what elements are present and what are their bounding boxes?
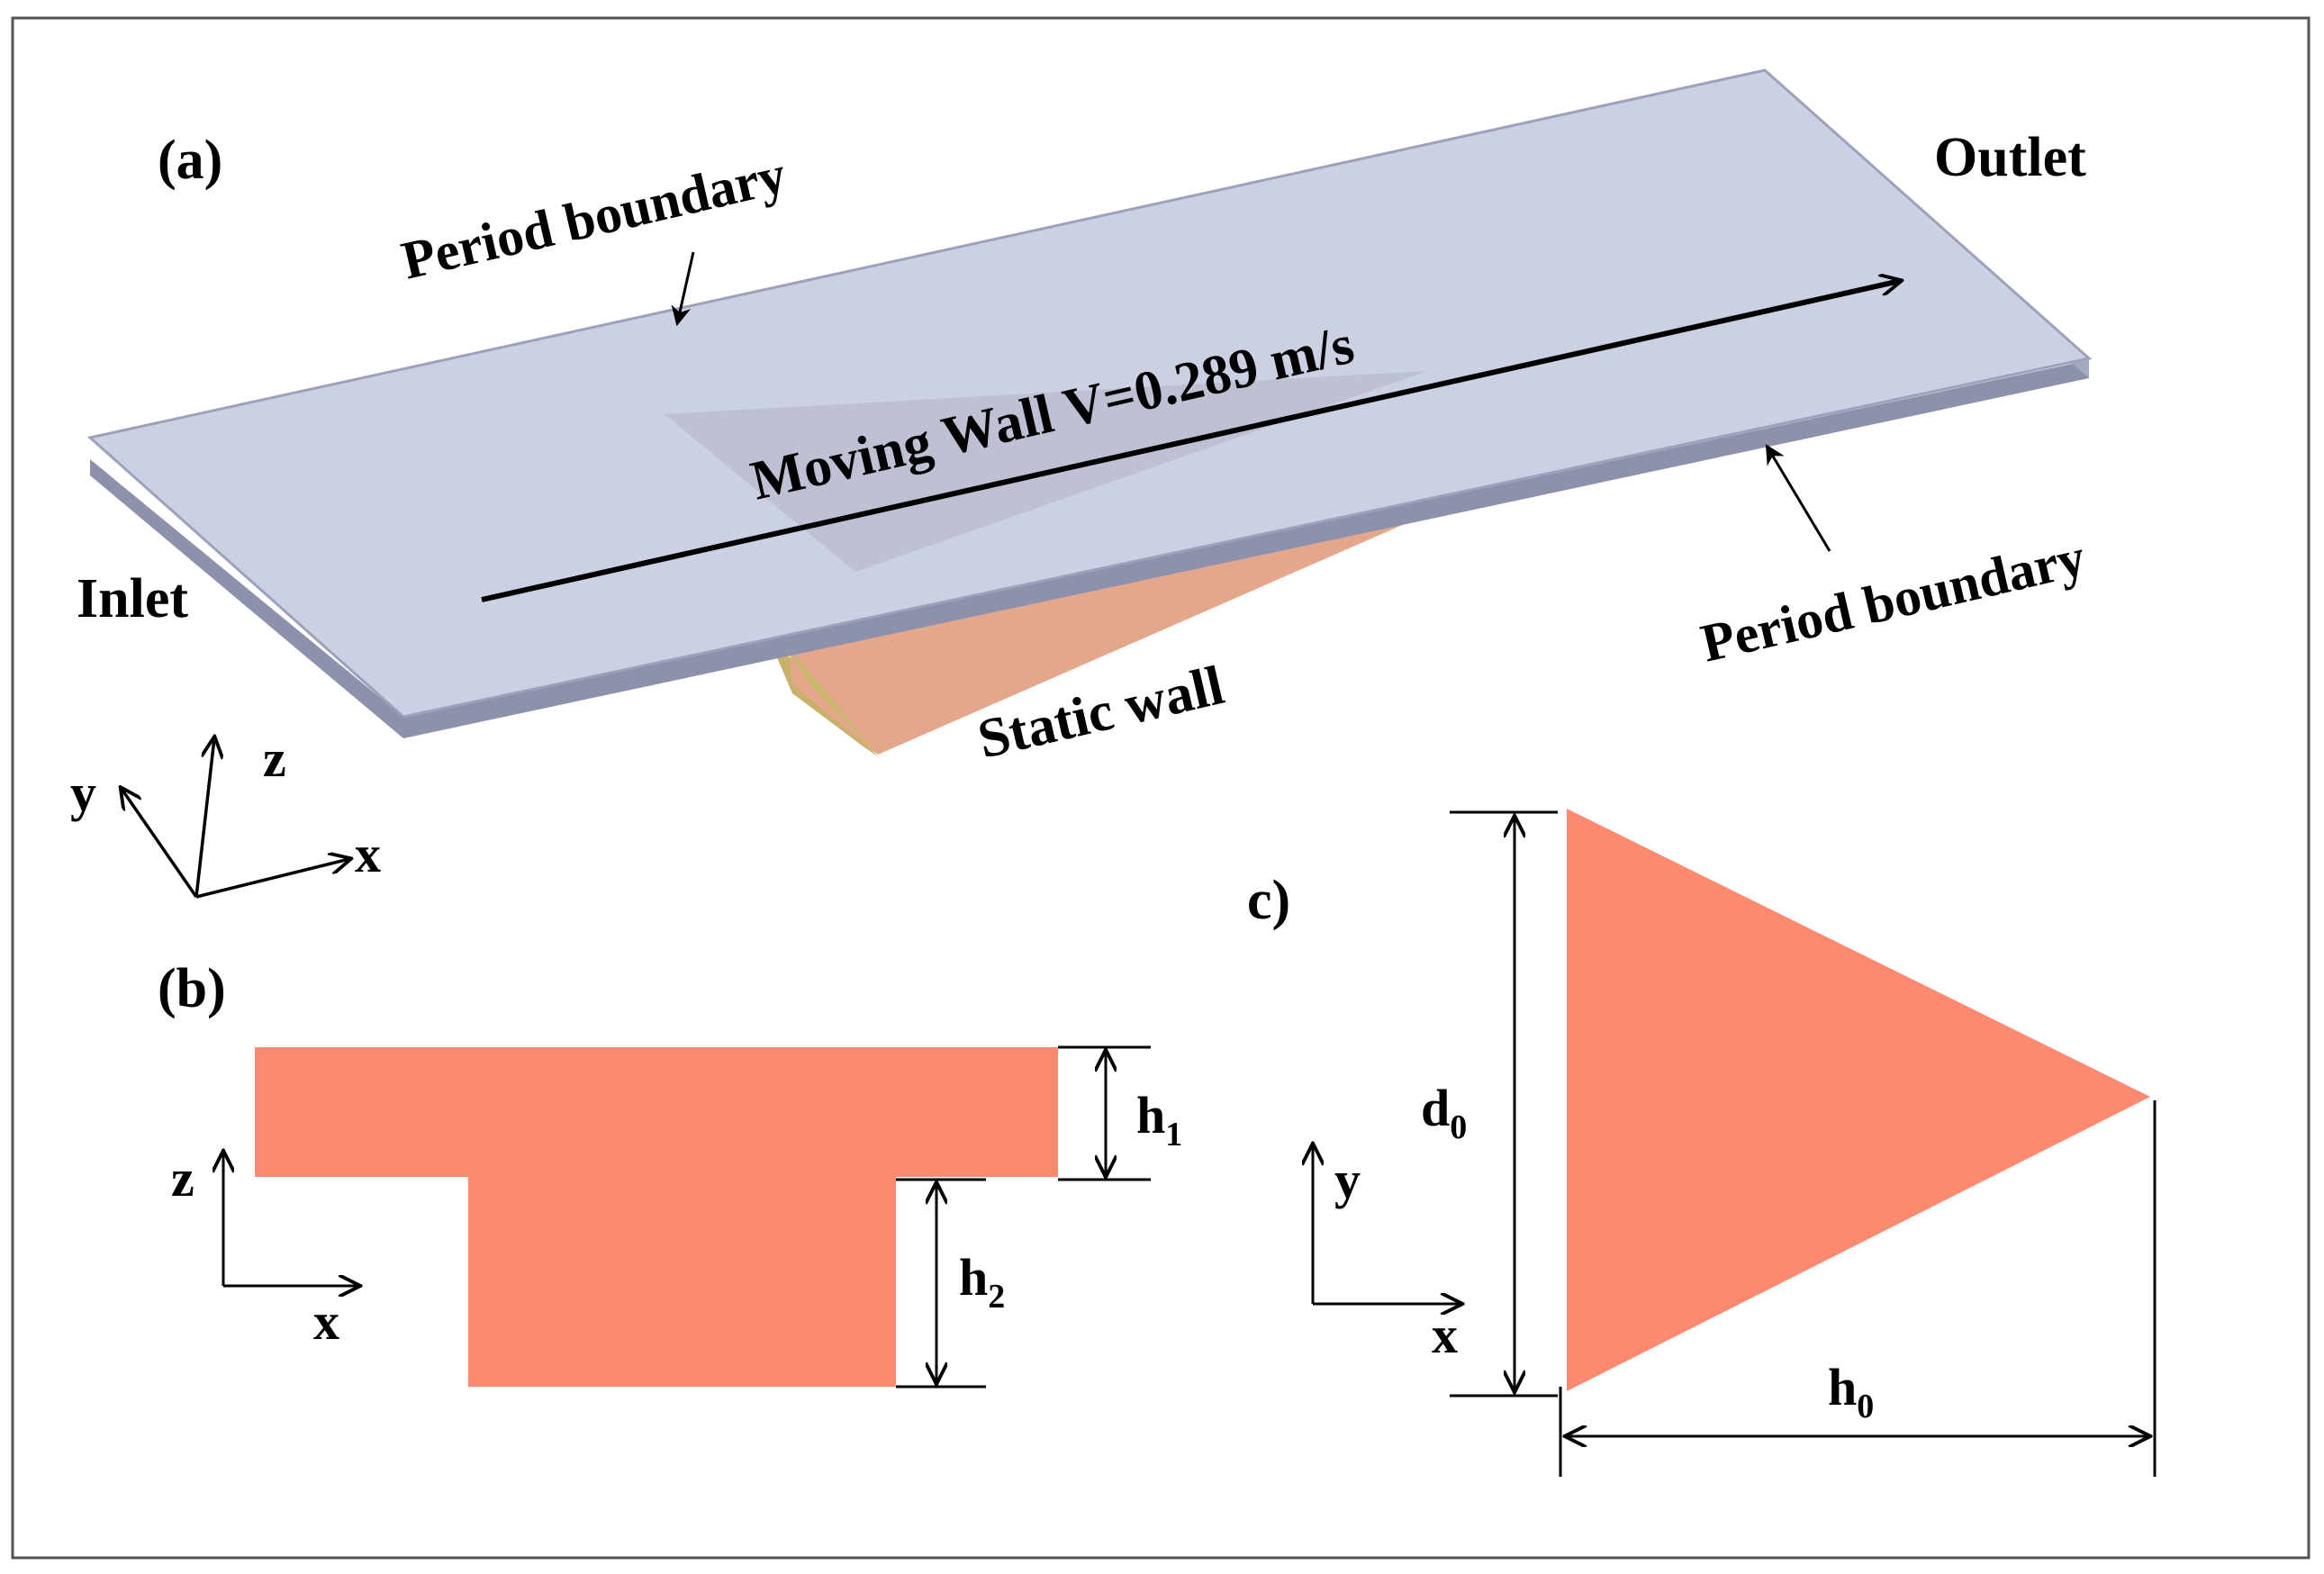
d0-subscript: 0 bbox=[1450, 1108, 1467, 1146]
outlet-label: Outlet bbox=[1934, 127, 2086, 188]
static-wall-side-face bbox=[774, 630, 878, 755]
axis-x-c-label: x bbox=[1432, 1306, 1458, 1364]
period-boundary-top-pointer bbox=[671, 251, 695, 327]
panel-a: (a) Period boundary Outlet Inlet Moving … bbox=[70, 68, 2093, 899]
d0-symbol: d bbox=[1421, 1079, 1450, 1137]
axis-z-a bbox=[194, 738, 214, 898]
h1-symbol: h bbox=[1136, 1086, 1165, 1144]
h2-subscript: 2 bbox=[988, 1278, 1005, 1316]
panel-b-label: (b) bbox=[158, 958, 226, 1019]
panel-a-label: (a) bbox=[158, 130, 222, 191]
axis-y-a-label: y bbox=[70, 764, 96, 822]
h1-subscript: 1 bbox=[1165, 1116, 1182, 1153]
axis-x-a bbox=[195, 859, 349, 899]
axis-y-c-label: y bbox=[1334, 1151, 1361, 1209]
triangle-cross-section bbox=[1567, 809, 2150, 1391]
axis-z-a-label: z bbox=[263, 729, 286, 788]
axis-z-b-label: z bbox=[171, 1149, 194, 1208]
inlet-label: Inlet bbox=[77, 568, 188, 629]
axis-y-a bbox=[122, 789, 198, 898]
h0-label: h0 bbox=[1828, 1358, 1874, 1425]
axis-x-a-label: x bbox=[355, 825, 381, 883]
panel-c-label: c) bbox=[1247, 870, 1290, 931]
panel-b: (b) h1 h2 z x bbox=[158, 958, 1182, 1389]
d0-label: d0 bbox=[1421, 1079, 1467, 1146]
moving-wall-arrow bbox=[481, 281, 1900, 602]
h2-symbol: h bbox=[959, 1248, 988, 1307]
t-shape-cross-section bbox=[255, 1047, 1058, 1387]
h2-label: h2 bbox=[959, 1248, 1005, 1316]
h1-label: h1 bbox=[1136, 1086, 1182, 1153]
panel-c: c) d0 h0 y x bbox=[1247, 809, 2157, 1477]
axis-x-b-label: x bbox=[313, 1292, 339, 1351]
axes-triad-a: x y z bbox=[70, 729, 381, 899]
h0-symbol: h bbox=[1828, 1358, 1857, 1416]
h0-subscript: 0 bbox=[1857, 1388, 1874, 1425]
period-boundary-bottom-pointer bbox=[1765, 444, 1831, 552]
